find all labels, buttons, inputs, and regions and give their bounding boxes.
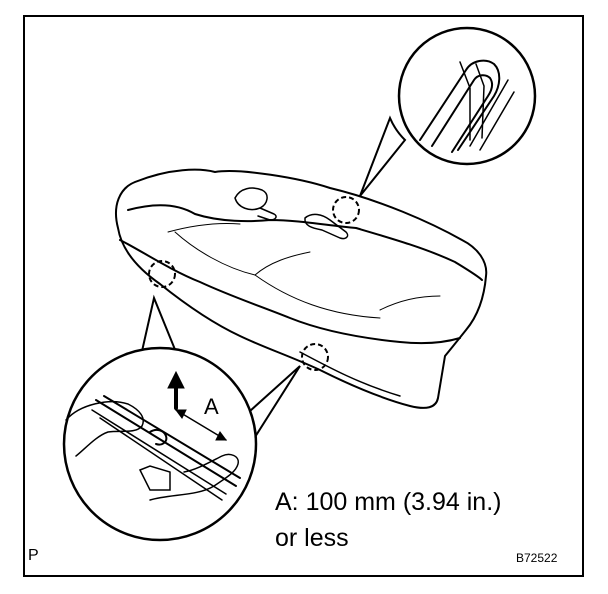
callout-marker-right: [301, 343, 329, 371]
corner-mark: P: [28, 547, 39, 564]
lower-detail-callout: [62, 294, 301, 542]
wire-detail-drawing: [65, 370, 241, 501]
seat-hooks: [234, 187, 349, 240]
callout-marker-upper: [332, 196, 360, 224]
dimension-note-line2: or less: [275, 524, 349, 552]
callout-marker-left: [148, 260, 176, 288]
figure-code: B72522: [516, 551, 558, 565]
clip-detail-drawing: [419, 59, 515, 153]
upper-detail-callout: [359, 26, 537, 197]
dimension-note: A: 100 mm (3.94 in.) or less: [275, 484, 501, 556]
seat-cushion-outline: [115, 168, 488, 409]
dimension-label-a: A: [204, 394, 219, 419]
dimension-note-line1: A: 100 mm (3.94 in.): [275, 488, 502, 516]
